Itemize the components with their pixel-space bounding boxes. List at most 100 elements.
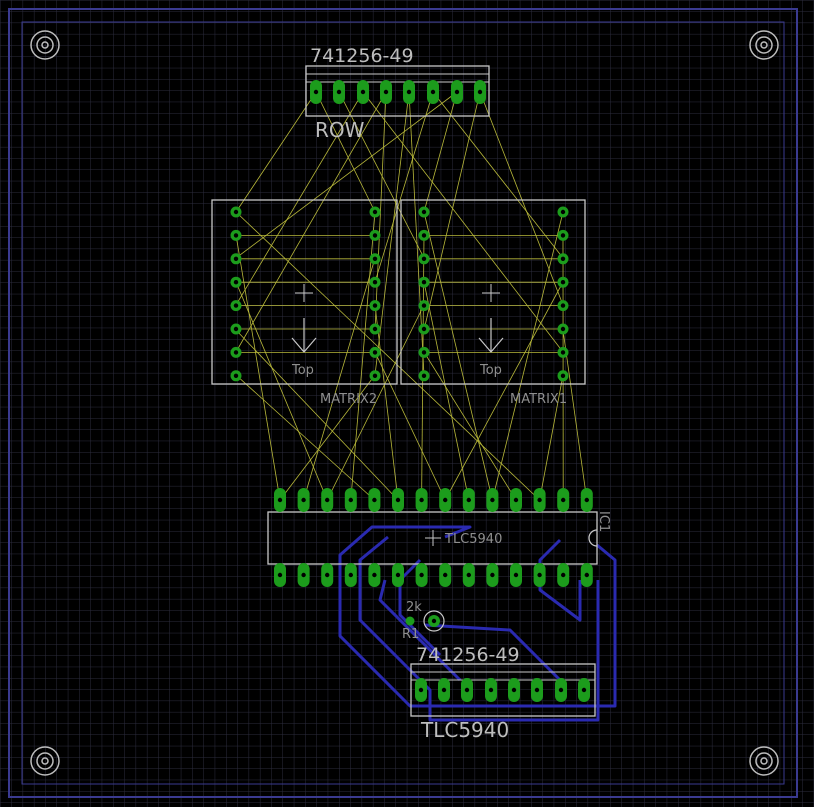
airwire <box>374 91 410 376</box>
ic1-pad <box>274 488 286 512</box>
matrix1-pad <box>557 253 569 265</box>
ic1-pad <box>368 488 381 512</box>
matrix1-pad <box>418 370 430 382</box>
matrix1-origin-cross <box>482 284 500 302</box>
airwire <box>338 91 425 259</box>
ic1-pad <box>486 488 499 512</box>
airwire <box>235 234 281 501</box>
airwire <box>362 91 564 353</box>
matrix1-pad <box>418 253 430 265</box>
airwire <box>235 91 387 353</box>
tlc-header-name: 741256-49 <box>416 644 520 666</box>
ic1[interactable]: TLC5940 IC1 <box>267 488 611 587</box>
ic1-pad <box>392 563 404 587</box>
board-outline <box>8 8 798 798</box>
tlc-header-pad <box>461 678 473 702</box>
ic1-pad <box>344 563 357 587</box>
r1-name: R1 <box>402 627 419 642</box>
matrix1[interactable]: Top MATRIX1 <box>400 199 586 407</box>
matrix2-pad <box>230 206 242 218</box>
ic1-pad <box>297 488 310 512</box>
ic1-pad <box>580 563 593 587</box>
matrix2[interactable]: Top MATRIX2 <box>211 199 398 407</box>
ic1-pad <box>415 488 428 512</box>
matrix1-pad <box>418 346 430 358</box>
airwire <box>562 329 588 501</box>
airwire <box>423 351 517 501</box>
tlc-header-pad <box>438 678 450 702</box>
matrix2-pad <box>230 300 242 312</box>
ic1-pad <box>392 488 404 512</box>
tlc-header[interactable]: 741256-49 TLC5940 <box>410 644 596 742</box>
tlc-header-pad <box>555 678 567 702</box>
matrix2-pad <box>369 253 381 265</box>
matrix2-pads <box>230 206 381 382</box>
r1[interactable]: 2k R1 <box>402 600 445 642</box>
matrix2-pad <box>369 370 381 382</box>
matrix2-pad <box>369 206 381 218</box>
airwire <box>423 91 481 331</box>
ic1-pad <box>510 488 522 512</box>
ic1-pad <box>462 563 475 587</box>
ic1-origin-cross <box>425 530 441 546</box>
matrix1-pad <box>418 229 430 241</box>
row-header[interactable]: 741256-49 ROW <box>305 45 490 142</box>
tlc-header-pad <box>415 678 427 702</box>
ic1-pad <box>368 563 381 587</box>
row-header-value: ROW <box>315 118 365 142</box>
tlc-header-pads <box>415 678 590 702</box>
ic1-pad <box>321 563 334 587</box>
matrix2-pad <box>369 300 381 312</box>
matrix1-top-label: Top <box>479 363 502 378</box>
ic1-pads <box>274 488 593 587</box>
row-header-pad <box>451 80 463 104</box>
ic1-pad <box>297 563 310 587</box>
row-header-name: 741256-49 <box>310 45 414 67</box>
matrix1-pad <box>557 300 569 312</box>
ic1-pad <box>580 488 593 512</box>
matrix1-pad <box>557 206 569 218</box>
airwire <box>279 374 376 501</box>
matrix1-down-arrow-icon <box>478 318 504 353</box>
ic1-pad <box>533 488 546 512</box>
r1-value: 2k <box>406 600 422 615</box>
ic1-pad <box>321 488 334 512</box>
ic1-pad <box>462 488 475 512</box>
mounting-hole-top-right <box>749 30 779 60</box>
row-header-pad <box>403 80 415 104</box>
airwire <box>374 91 387 331</box>
airwire <box>235 211 540 501</box>
matrix2-pad <box>230 346 242 358</box>
matrix2-pad <box>230 229 242 241</box>
matrix2-top-label: Top <box>291 363 314 378</box>
mounting-hole-bottom-right <box>749 746 779 776</box>
ic1-pad <box>439 563 452 587</box>
r1-pad-2 <box>405 616 415 626</box>
airwire <box>374 304 399 501</box>
airwire <box>374 91 434 283</box>
ic1-pad <box>344 488 357 512</box>
ic1-pad <box>274 563 286 587</box>
row-header-pad <box>474 80 486 104</box>
row-header-pad <box>310 80 322 104</box>
matrix1-pad <box>418 323 430 335</box>
airwire <box>235 91 458 259</box>
matrix2-down-arrow-icon <box>291 318 317 353</box>
airwire <box>539 374 564 501</box>
ic1-pad <box>533 563 546 587</box>
airwire <box>423 211 493 501</box>
matrix2-pad <box>230 323 242 335</box>
matrix2-pad <box>369 346 381 358</box>
ic1-value: TLC5940 <box>444 532 502 547</box>
matrix2-pad <box>230 276 242 288</box>
matrix2-origin-cross <box>295 284 313 302</box>
airwire <box>374 351 446 501</box>
matrix1-pad <box>418 276 430 288</box>
tlc-header-pad <box>508 678 520 702</box>
matrix2-name: MATRIX2 <box>320 392 377 407</box>
matrix2-pad <box>230 370 242 382</box>
matrix1-pads <box>418 206 569 382</box>
ic1-pad <box>439 488 452 512</box>
